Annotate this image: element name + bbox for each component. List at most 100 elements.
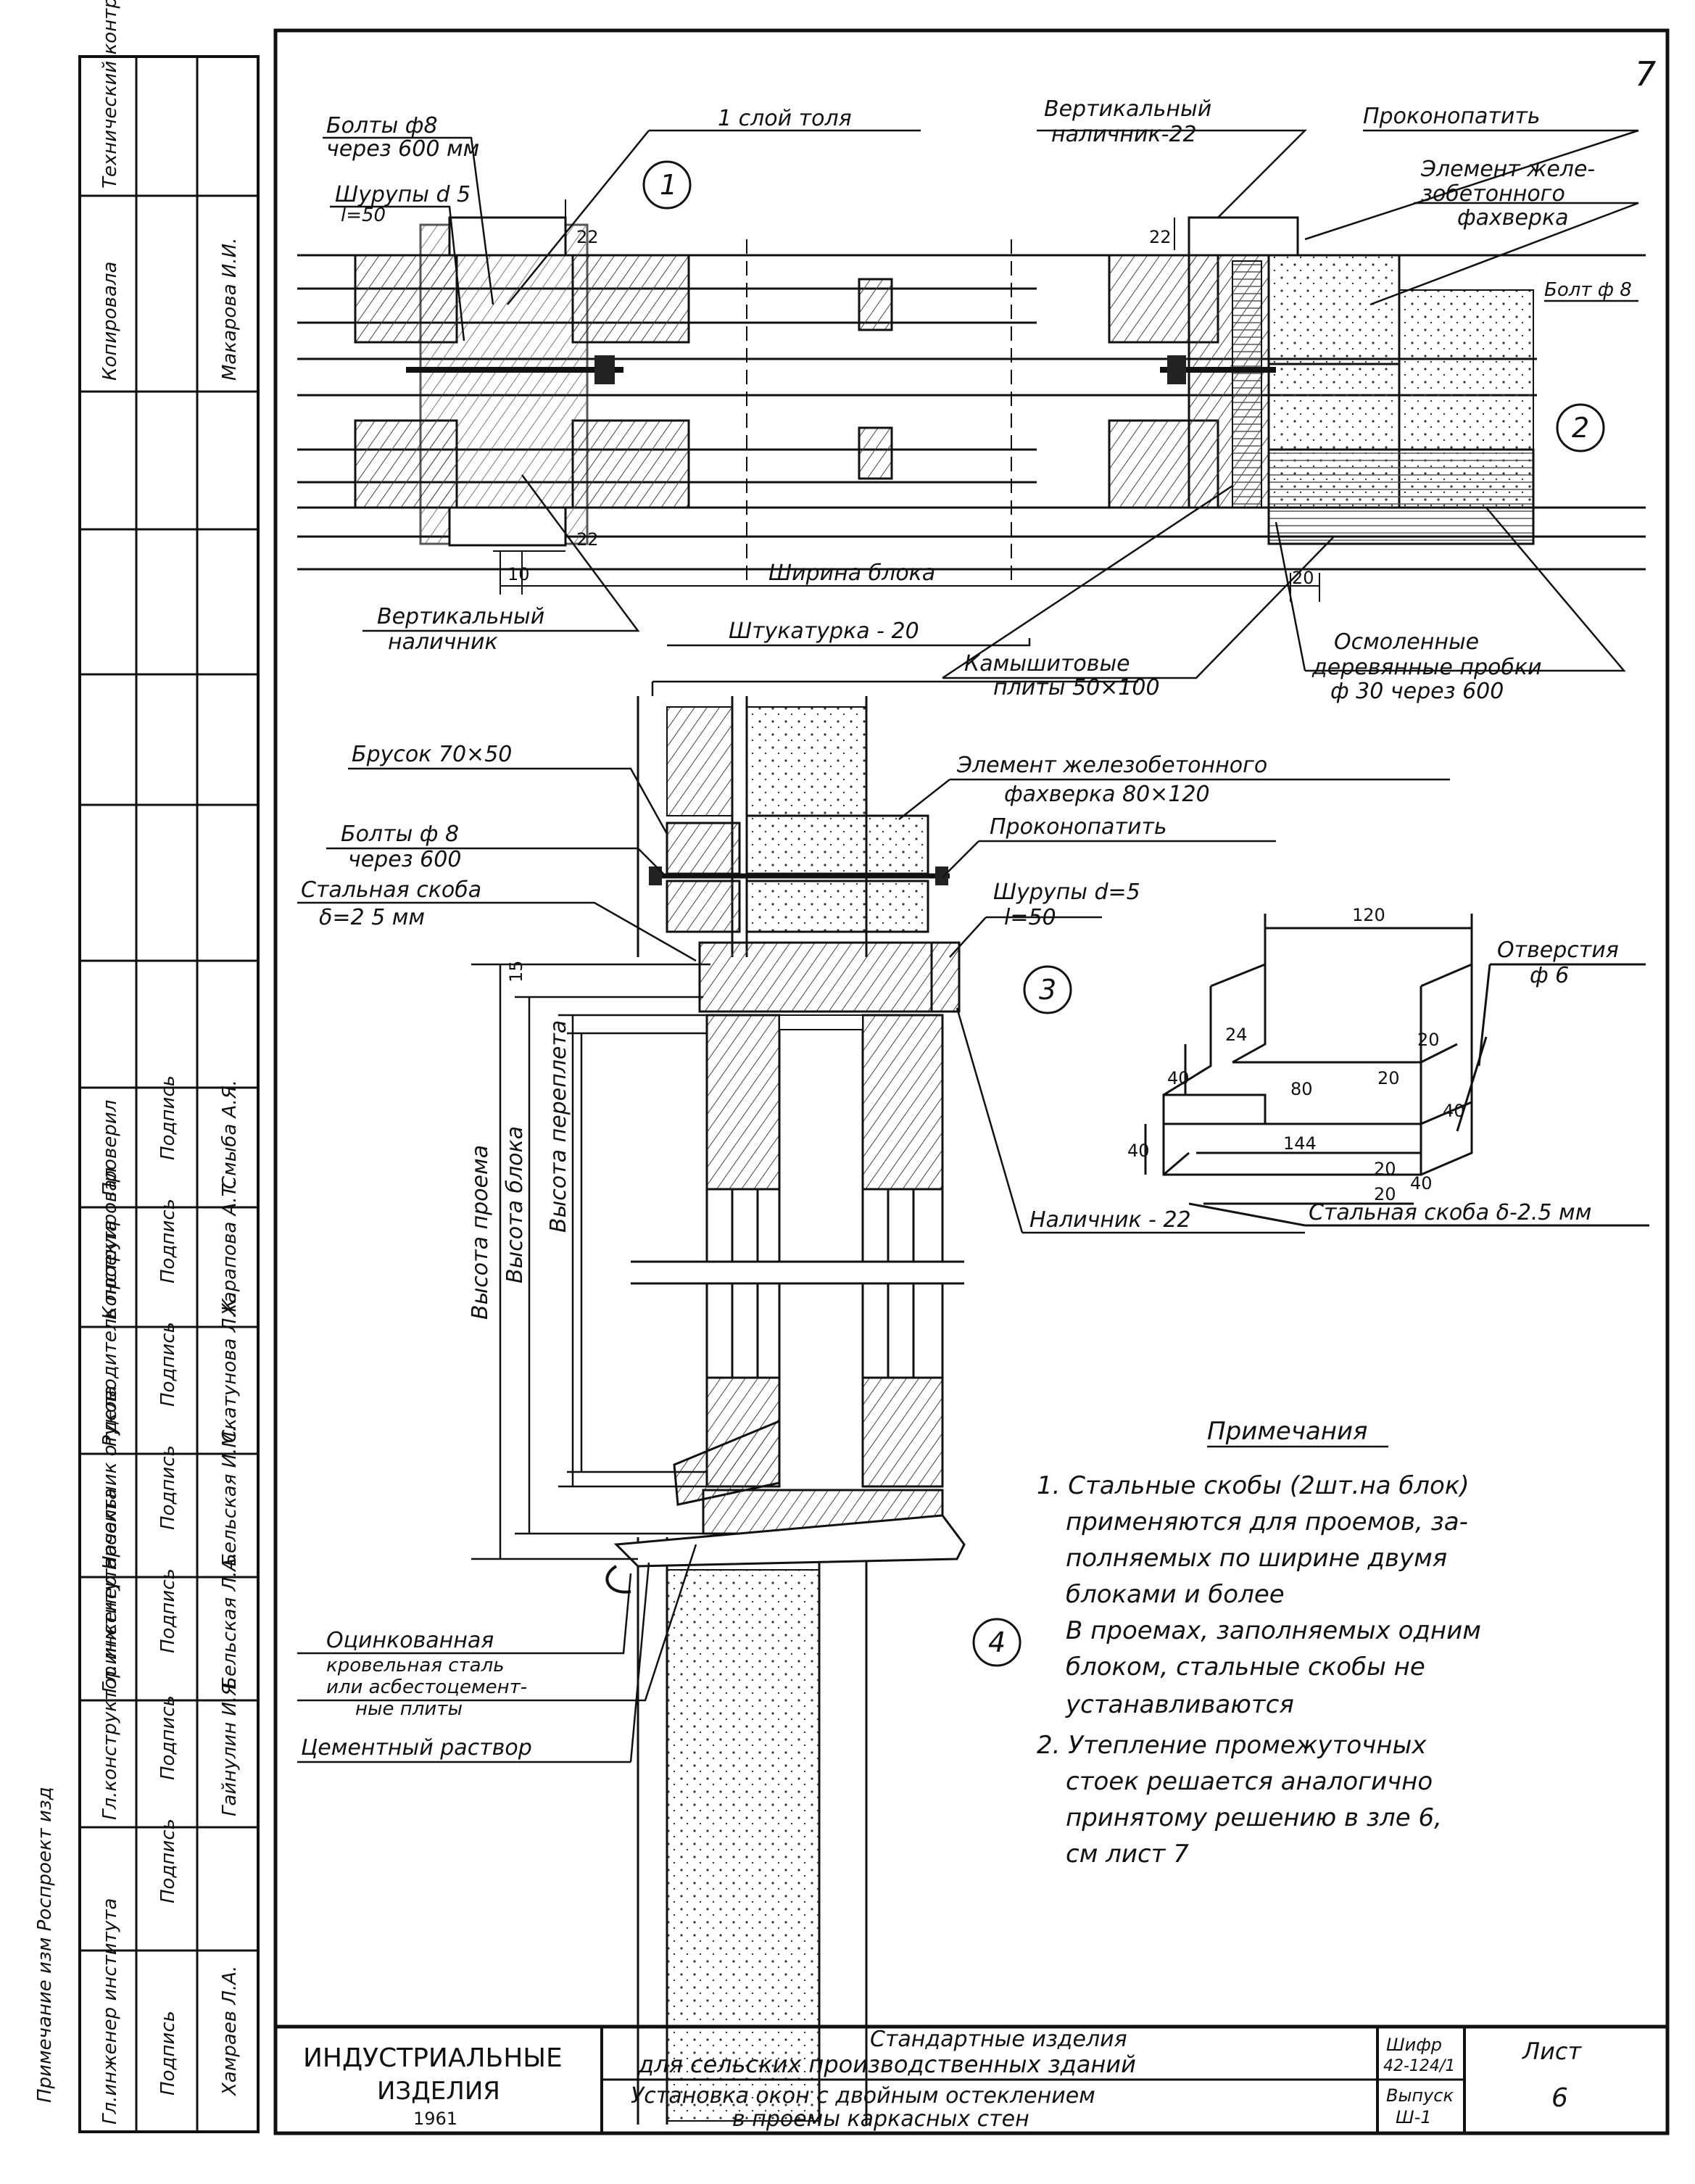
title-sheet-number: 6	[1551, 2083, 1568, 2113]
stamp-sign-7: Подпись	[157, 1819, 179, 1903]
title-org-1: ИНДУСТРИАЛЬНЫЕ	[303, 2043, 563, 2073]
note-2-line-1: 2. Утепление промежуточных	[1037, 1731, 1427, 1760]
label-mortar: Цементный раствор	[301, 1735, 532, 1761]
title-issue-value: Ш-1	[1396, 2107, 1432, 2127]
note-1-line-4: блоками и более	[1066, 1580, 1285, 1609]
callout-4-circle	[972, 1618, 1021, 1667]
label-tin-2: кровельная сталь	[326, 1655, 505, 1676]
note-2-line-4: см лист 7	[1066, 1840, 1189, 1869]
title-org-2: ИЗДЕЛИЯ	[377, 2077, 500, 2106]
label-screws-1: Шурупы d 5	[335, 182, 471, 207]
stamp-sign-8: Подпись	[157, 2011, 179, 2096]
label-plugs-1: Осмоленные	[1334, 629, 1479, 655]
label-bolt-right: Болт ф 8	[1544, 279, 1632, 301]
label-rc-element-2: зобетонного	[1421, 181, 1565, 207]
sheet-number: 7	[1635, 54, 1656, 94]
dim-40-b: 40	[1127, 1141, 1150, 1161]
dim-24: 24	[1225, 1025, 1248, 1045]
title-line-3: Установка окон с двойным остеклением	[631, 2083, 1095, 2109]
label-plaster: Штукатурка - 20	[729, 619, 919, 644]
callout-3: 3	[1039, 974, 1056, 1006]
title-line-4: в проемы каркасных стен	[732, 2106, 1029, 2132]
label-trim-22: Наличник - 22	[1029, 1207, 1191, 1233]
label-screws-2: l=50	[341, 204, 386, 226]
label-holes-2: ф 6	[1530, 963, 1569, 988]
label-vert-trim-bottom-2: наличник	[388, 629, 498, 655]
stamp-role-dept-head: Начальник отдела	[99, 1386, 121, 1570]
notes-title: Примечания	[1207, 1417, 1368, 1446]
label-block-width: Ширина блока	[768, 561, 935, 586]
top-plan-detail: 1 2 Болты ф8 через 600 мм 1 слой толя Шу…	[297, 96, 1646, 704]
note-2-line-3: принятому решению в зле 6,	[1066, 1803, 1442, 1832]
note-1-line-2: применяются для проемов, за-	[1066, 1507, 1468, 1536]
dim-40-a: 40	[1167, 1068, 1190, 1088]
label-plugs-2: деревянные пробки	[1311, 655, 1541, 680]
stamp-sign-3: Подпись	[157, 1322, 179, 1407]
label-plugs-3: ф 30 через 600	[1330, 679, 1504, 704]
title-sheet-label: Лист	[1522, 2038, 1582, 2065]
stamp-name-copy: Макарова И.И.	[219, 238, 241, 381]
notes-block: Примечания 1. Стальные скобы (2шт.на бло…	[1037, 1417, 1481, 1869]
note-1-line-6: блоком, стальные скобы не	[1066, 1653, 1425, 1682]
dim-10: 10	[507, 564, 530, 584]
dim-40-d: 40	[1443, 1101, 1465, 1121]
dim-40-c: 40	[1410, 1173, 1433, 1194]
bracket-dims: 120 24 40 80 20 20 144 40 20 20 40 40 От…	[1127, 905, 1619, 1225]
stamp-role-chief-designer: Гл.конструктор института	[99, 1557, 121, 1820]
dim-20-c: 20	[1374, 1159, 1396, 1179]
label-screws-section-2: l=50	[1004, 905, 1056, 930]
label-screws-section-1: Шурупы d=5	[993, 880, 1140, 905]
dim-22-bottom-left: 22	[576, 529, 599, 550]
section-detail: Высота проема Высота блока Высота перепл…	[297, 680, 1450, 2125]
stamp-sign-1: Подпись	[157, 1075, 179, 1160]
stamp-role-designed: Конструировал	[99, 1167, 121, 1320]
label-bolts-1: Болты ф8	[326, 113, 438, 138]
note-1-line-5: В проемах, заполняемых одним	[1066, 1616, 1481, 1645]
title-org-3: 1961	[413, 2109, 457, 2129]
stamp-sign-2: Подпись	[157, 1199, 179, 1283]
callout-2: 2	[1572, 412, 1589, 444]
note-1-line-7: устанавливаются	[1065, 1690, 1294, 1719]
callout-1-circle	[642, 160, 692, 210]
note-1-line-1: 1. Стальные скобы (2шт.на блок)	[1037, 1471, 1470, 1500]
label-sash-height: Высота переплета	[546, 1020, 571, 1233]
label-vertical-trim-2: наличник-22	[1051, 122, 1197, 147]
label-bolts-section-2: через 600	[348, 847, 461, 872]
label-holes-1: Отверстия	[1497, 938, 1619, 963]
label-bolts-section-1: Болты ф 8	[341, 822, 459, 847]
callout-3-circle	[1023, 965, 1072, 1014]
stamp-vertical-note: Примечание изм Роспроект изд	[34, 1787, 56, 2103]
title-code-label: Шифр	[1386, 2035, 1442, 2055]
label-bracket-2: δ=2 5 мм	[319, 905, 425, 930]
dim-20: 20	[1292, 568, 1314, 588]
stamp-name-check: Смыба А.Я.	[219, 1080, 241, 1189]
dim-20-d: 20	[1374, 1184, 1396, 1204]
stamp-role-chief-engineer: Гл.инженер института	[99, 1898, 121, 2125]
stamp-name-gi: Хамраев Л.А.	[219, 1966, 241, 2097]
label-rc-element-3: фахверка	[1457, 205, 1568, 231]
stamp-name-design: Харапова А.Т.	[219, 1179, 241, 1318]
label-rc-frame-1: Элемент железобетонного	[956, 753, 1267, 778]
label-vert-trim-bottom-1: Вертикальный	[377, 604, 544, 629]
stamp-role-copied: Копировала	[99, 262, 121, 381]
title-block: ИНДУСТРИАЛЬНЫЕ ИЗДЕЛИЯ 1961 Стандартные …	[273, 2024, 1670, 2135]
label-bar: Брусок 70×50	[352, 742, 512, 767]
label-opening-height: Высота проема	[468, 1145, 493, 1320]
stamp-name-gk: Гайнулин И.Я.	[219, 1676, 241, 1816]
label-block-height: Высота блока	[502, 1126, 528, 1283]
title-code-value: 42-124/1	[1383, 2057, 1455, 2075]
dim-20-b: 20	[1417, 1030, 1440, 1050]
callout-2-circle	[1556, 403, 1605, 452]
label-tar: 1 слой толя	[718, 106, 852, 131]
label-tin-4: ные плиты	[355, 1698, 463, 1720]
note-1-line-3: полняемых по ширине двумя	[1066, 1544, 1447, 1573]
label-rc-frame-2: фахверка 80×120	[1004, 782, 1210, 807]
stamp-name-lead: Скатунова Л.К.	[219, 1293, 241, 1443]
note-2-line-2: стоек решается аналогично	[1066, 1767, 1433, 1796]
title-issue-label: Выпуск	[1386, 2085, 1454, 2106]
label-tin-1: Оцинкованная	[326, 1628, 494, 1653]
label-tin-3: или асбестоцемент-	[326, 1676, 527, 1698]
dim-22-top-right: 22	[1149, 227, 1172, 247]
stamp-sign-4: Подпись	[157, 1445, 179, 1530]
